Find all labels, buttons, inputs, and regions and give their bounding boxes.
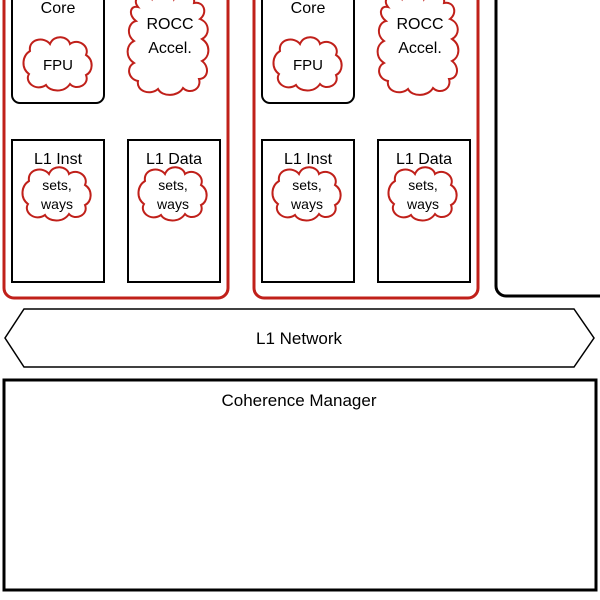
param-ways: ways	[290, 196, 323, 212]
fpu-label: FPU	[293, 57, 323, 74]
param-sets: sets,	[158, 177, 188, 193]
rocc-accel-cloud: ROCC Accel.	[126, 0, 210, 96]
l1-data-label: L1 Data	[396, 151, 452, 168]
param-sets: sets,	[408, 177, 438, 193]
l1-inst-cache: L1 Inst sets, ways	[11, 139, 105, 283]
accel-label-line1: ROCC	[146, 16, 193, 33]
l1-network-label: L1 Network	[256, 329, 342, 348]
core-label: Core	[41, 0, 76, 17]
coherence-manager-label: Coherence Manager	[222, 391, 377, 410]
sets-ways-cloud: sets, ways	[137, 166, 208, 222]
param-sets: sets,	[292, 177, 322, 193]
sets-ways-cloud: sets, ways	[271, 166, 342, 222]
accel-label-line2: Accel.	[398, 40, 442, 57]
fpu-cloud: FPU	[22, 36, 93, 92]
l1-data-cache: L1 Data sets, ways	[377, 139, 471, 283]
l1-network: L1 Network	[4, 308, 595, 368]
param-ways: ways	[40, 196, 73, 212]
l1-inst-label: L1 Inst	[284, 151, 333, 168]
coherence-manager: Coherence Manager	[2, 378, 598, 592]
l1-data-cache: L1 Data sets, ways	[127, 139, 221, 283]
accel-label-line1: ROCC	[396, 16, 443, 33]
core-label: Core	[291, 0, 326, 17]
fpu-label: FPU	[43, 57, 73, 74]
sets-ways-cloud: sets, ways	[387, 166, 458, 222]
param-sets: sets,	[42, 177, 72, 193]
accel-label-line2: Accel.	[148, 40, 192, 57]
tile-1-core: Core FPU	[11, 0, 105, 104]
sets-ways-cloud: sets, ways	[21, 166, 92, 222]
l1-inst-cache: L1 Inst sets, ways	[261, 139, 355, 283]
l1-inst-label: L1 Inst	[34, 151, 83, 168]
fpu-cloud: FPU	[272, 36, 343, 92]
coherence-manager-box	[2, 378, 598, 592]
tile-2-core: Core FPU	[261, 0, 355, 104]
tile-2: Core FPU ROCC Accel. L1 Inst sets, ways …	[252, 0, 480, 300]
param-ways: ways	[406, 196, 439, 212]
rocc-accel-cloud: ROCC Accel.	[376, 0, 460, 96]
tile-1-border	[2, 0, 230, 300]
l1-network-shape	[4, 308, 595, 368]
right-partial-box	[494, 0, 600, 298]
tile-2-border	[252, 0, 480, 300]
l1-data-label: L1 Data	[146, 151, 202, 168]
tile-1: Core FPU ROCC Accel. L1 Inst sets, ways …	[2, 0, 230, 300]
param-ways: ways	[156, 196, 189, 212]
